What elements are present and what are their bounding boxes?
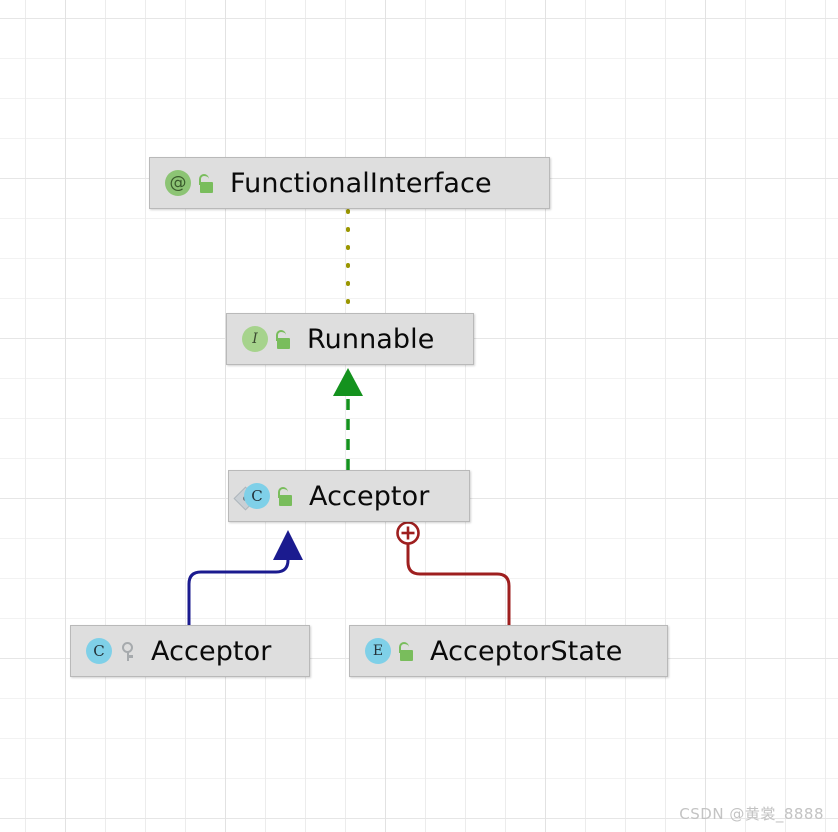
annotation-icon: @: [164, 169, 192, 197]
class-badge-glyph: C: [86, 638, 112, 664]
open-padlock-icon: [396, 638, 418, 664]
edge-generalization-link[interactable]: [187, 530, 303, 625]
node-acceptor-state[interactable]: E AcceptorState: [349, 625, 668, 677]
open-padlock-icon: [196, 170, 218, 196]
edge-nested-link[interactable]: [396, 521, 511, 626]
node-acceptor-class[interactable]: C Acceptor: [70, 625, 310, 677]
abstract-class-icon: C: [233, 482, 271, 511]
watermark: CSDN @黄裳_8888: [679, 805, 824, 823]
class-badge-glyph: C: [244, 483, 270, 509]
annotation-badge-glyph: @: [165, 170, 191, 196]
node-label-acceptor-abstract: Acceptor: [309, 480, 430, 512]
enum-icon: E: [364, 637, 392, 665]
open-padlock-icon: [273, 326, 295, 352]
interface-icon: I: [241, 325, 269, 353]
open-padlock-icon: [275, 483, 297, 509]
node-label-acceptor-state: AcceptorState: [430, 635, 623, 667]
enum-badge-glyph: E: [365, 638, 391, 664]
node-functional-interface[interactable]: @ FunctionalInterface: [149, 157, 550, 209]
node-label-acceptor-class: Acceptor: [151, 635, 272, 667]
class-icon: C: [85, 637, 113, 665]
node-acceptor-abstract[interactable]: C Acceptor: [228, 470, 470, 522]
node-label-functional-interface: FunctionalInterface: [230, 167, 492, 199]
key-icon: [117, 638, 139, 664]
node-label-runnable: Runnable: [307, 323, 435, 355]
edge-realization-link[interactable]: [333, 368, 363, 470]
node-runnable[interactable]: I Runnable: [226, 313, 474, 365]
interface-badge-glyph: I: [242, 326, 268, 352]
